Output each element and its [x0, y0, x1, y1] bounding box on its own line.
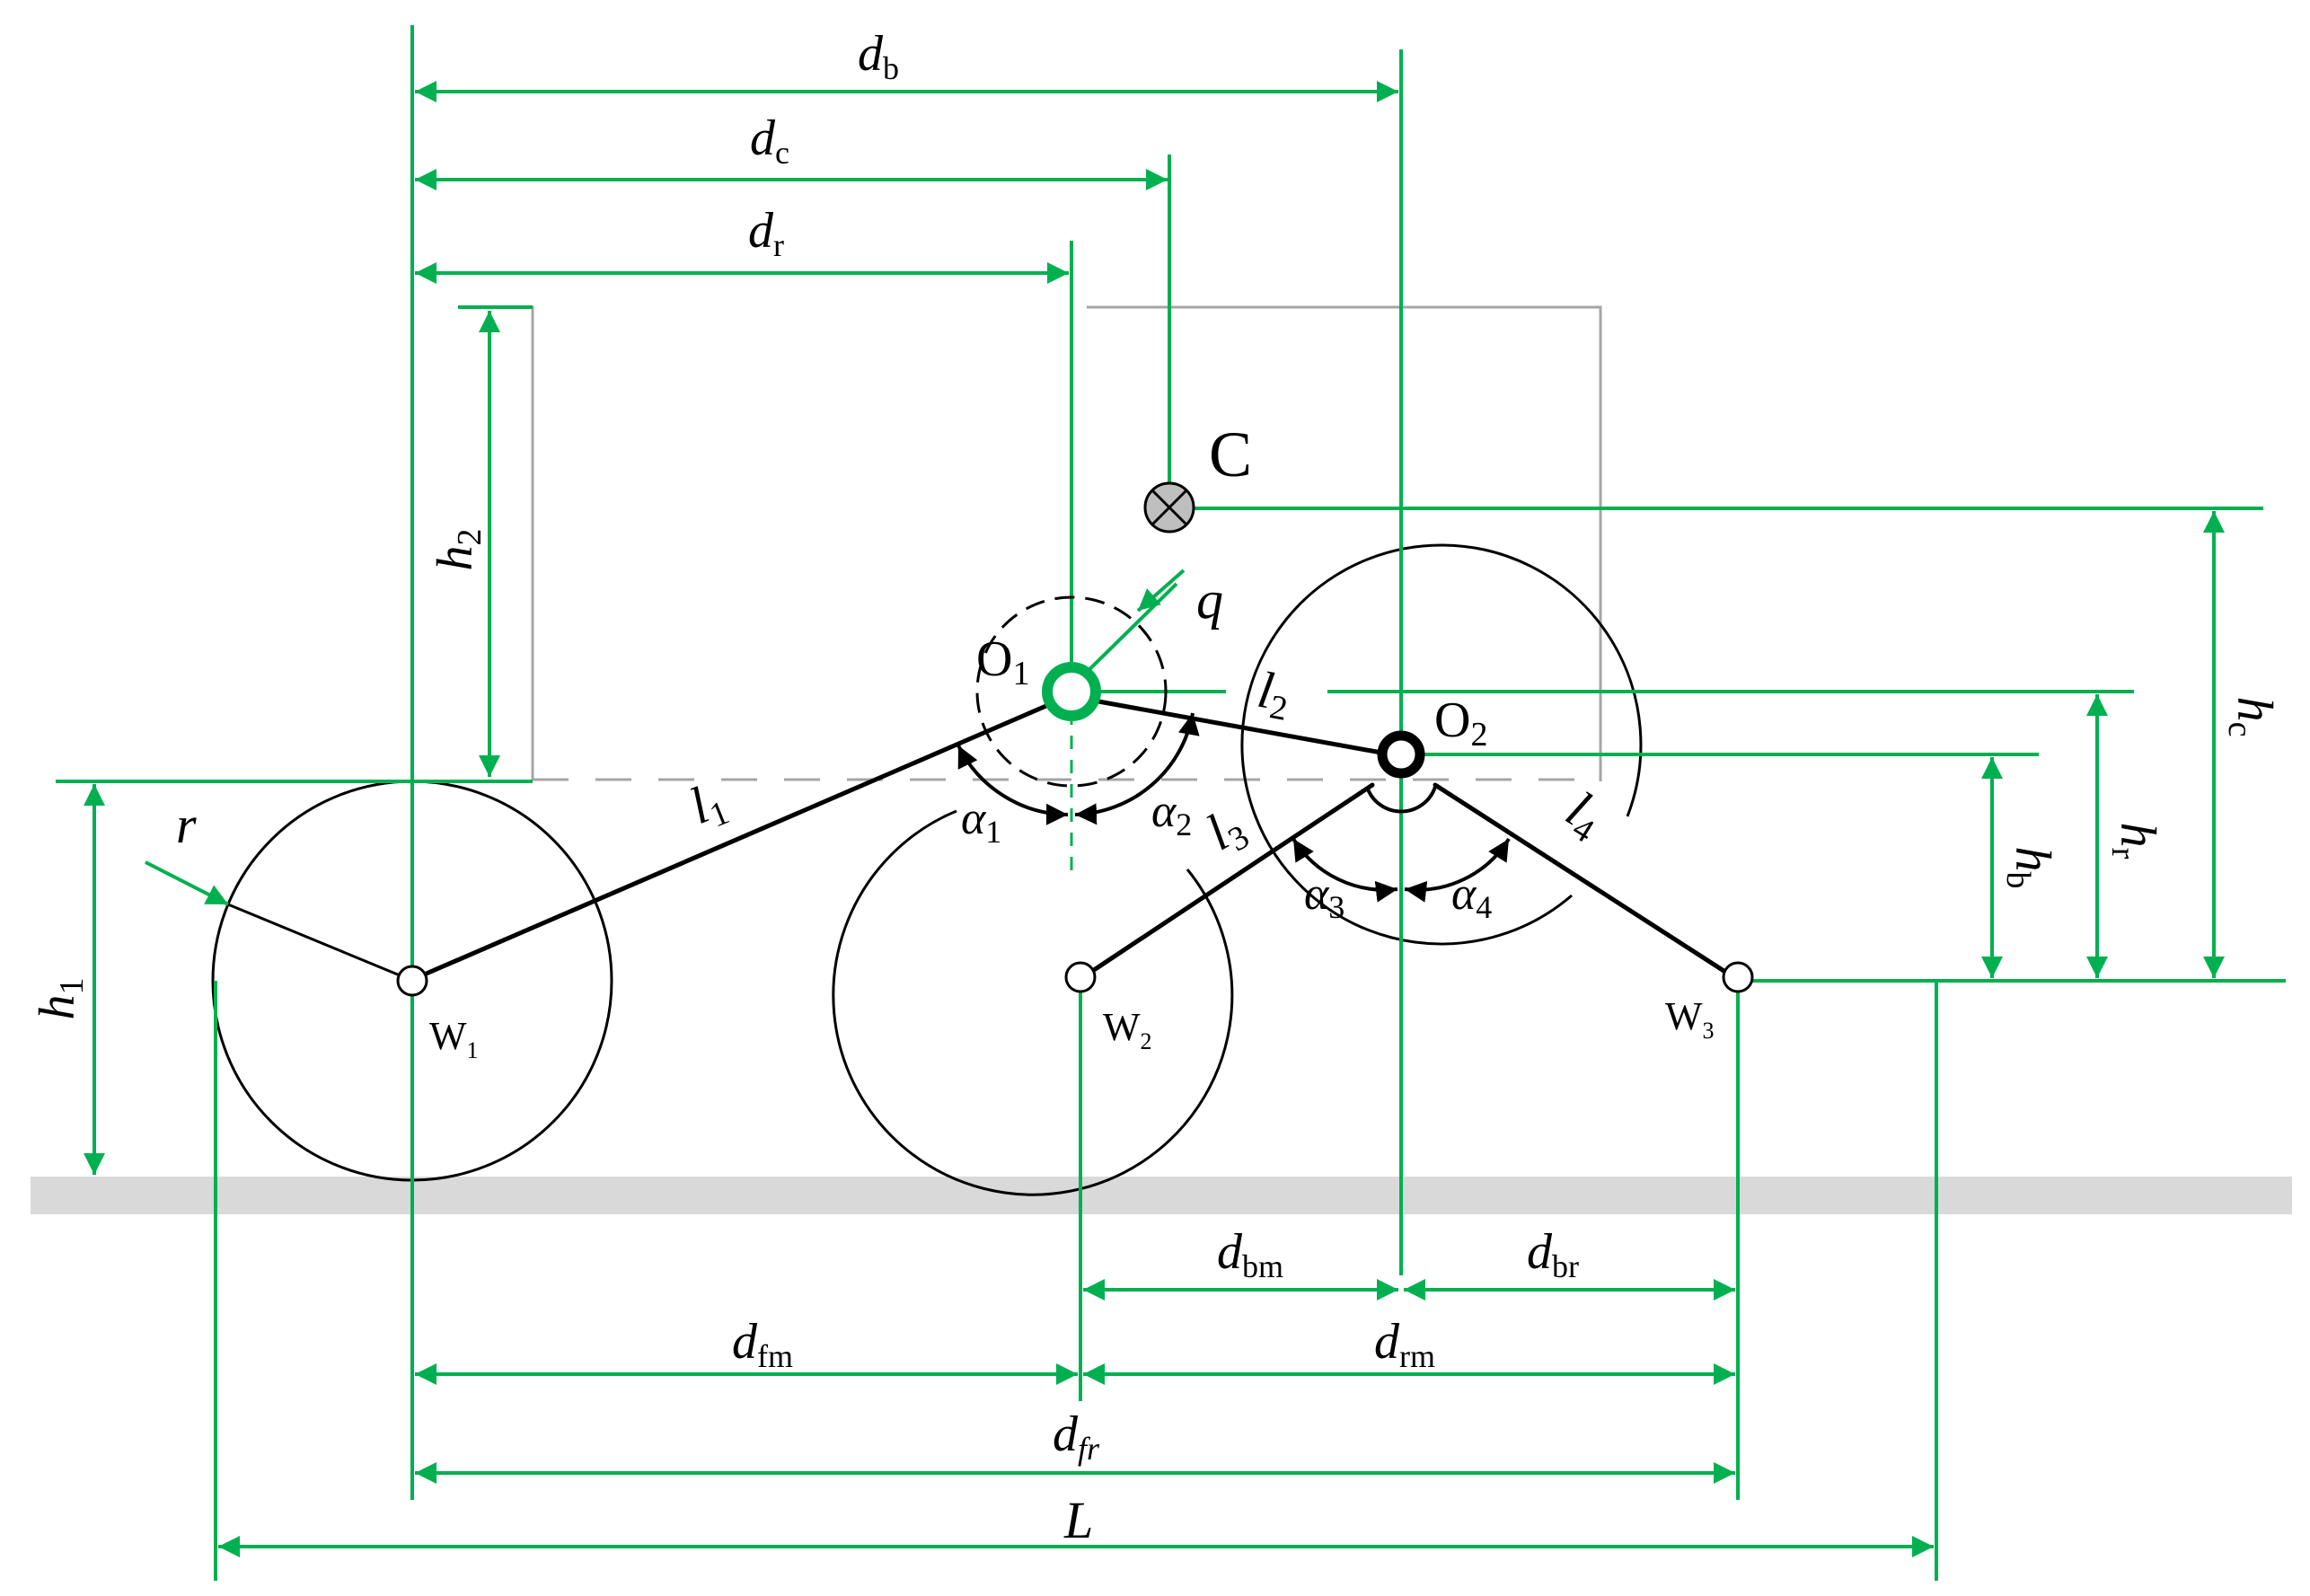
label-l3: l3: [1196, 795, 1256, 866]
label-dr: dr: [748, 203, 784, 263]
label-L: L: [1063, 1491, 1093, 1549]
alpha2-arc: [1074, 712, 1200, 825]
wheel-hub-1: [396, 965, 428, 997]
o1-dashed-circle: [975, 595, 1168, 788]
linkages: [419, 697, 1731, 978]
dimension-arrows: [84, 81, 2225, 1557]
wheel-hub-3: [1722, 961, 1754, 993]
label-dbm: dbm: [1217, 1224, 1283, 1284]
o2-arc: [1365, 786, 1437, 814]
link-l2: [1086, 697, 1384, 755]
label-alpha2: α2: [1151, 786, 1192, 842]
label-alpha3: α3: [1304, 869, 1345, 925]
label-hb: hb: [1999, 847, 2060, 889]
joint-o2: [1377, 730, 1425, 779]
label-alpha4: α4: [1451, 869, 1492, 925]
link-l1: [419, 700, 1057, 978]
angle-arcs: [957, 712, 1511, 903]
link-l3: [1086, 782, 1375, 976]
label-dc: dc: [750, 110, 789, 171]
joint-o1: [1042, 662, 1101, 721]
label-o2: O2: [1434, 692, 1487, 754]
label-db: db: [858, 26, 899, 86]
radius-line: [227, 903, 405, 979]
centroid-marker: [1143, 481, 1195, 533]
label-dbr: dbr: [1527, 1224, 1579, 1284]
label-w3: W3: [1665, 994, 1715, 1044]
label-drm: drm: [1374, 1314, 1435, 1374]
alpha4-arc: [1404, 837, 1511, 903]
label-q: q: [1196, 570, 1223, 630]
q-pointer: [1136, 569, 1186, 613]
wheel-2: [832, 809, 1234, 1196]
labels: db dc dr C q h2 O1 O2 l1 l2 l3 l4 α1 α2 …: [30, 26, 2282, 1549]
ground-strip: [31, 1177, 2292, 1214]
label-dfr: dfr: [1053, 1406, 1100, 1467]
label-h2: h2: [428, 529, 489, 571]
alpha1-arc: [957, 745, 1069, 825]
label-r: r: [176, 796, 197, 854]
label-hc: hc: [2221, 697, 2282, 737]
label-o1: O1: [976, 631, 1029, 692]
wheel-hub-2: [1064, 961, 1097, 993]
label-w1: W1: [429, 1014, 479, 1063]
label-c: C: [1209, 419, 1252, 490]
label-hr: hr: [2104, 823, 2165, 860]
reference-lines: [56, 25, 2286, 1581]
wheel-3: [1240, 543, 1643, 946]
label-alpha1: α1: [961, 793, 1001, 850]
radius-pointer: [145, 860, 229, 906]
label-dfm: dfm: [732, 1314, 793, 1374]
label-h1: h1: [30, 978, 91, 1020]
alpha3-arc: [1292, 837, 1398, 903]
label-l4: l4: [1554, 780, 1614, 851]
label-w2: W2: [1103, 1005, 1152, 1054]
wheels: [211, 543, 1643, 1196]
label-l2: l2: [1253, 660, 1295, 728]
link-l4: [1433, 782, 1731, 976]
